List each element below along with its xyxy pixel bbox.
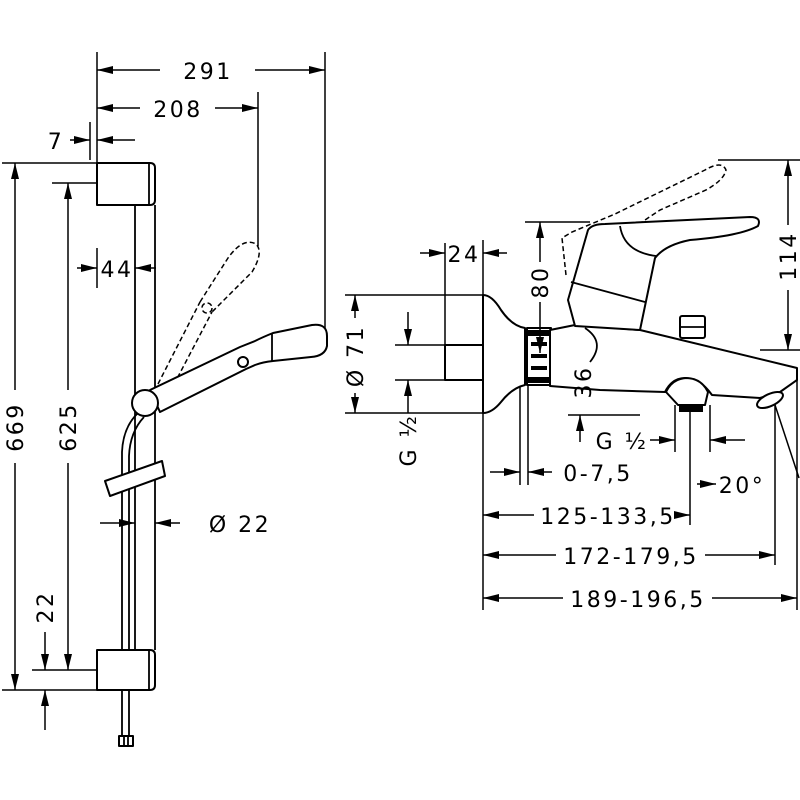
mixer-body-arc xyxy=(584,327,598,363)
right-extension-lines xyxy=(345,159,800,610)
mixer-lever-base-line xyxy=(570,281,646,303)
eccentric-hatch-3 xyxy=(531,354,547,358)
hose-outlet-thread xyxy=(679,405,703,412)
dashed-handle-ring xyxy=(201,302,213,314)
shower-rail-view: 291 208 7 44 669 625 22 Ø 22 xyxy=(2,52,328,747)
hand-shower-alternate-position xyxy=(157,241,260,393)
inlet-connector xyxy=(444,344,484,381)
label-spout-projection: 172-179,5 xyxy=(563,545,698,570)
label-overall-height: 669 xyxy=(4,402,29,452)
label-rail-diameter: Ø 22 xyxy=(209,513,271,538)
hose-right-edge xyxy=(128,416,145,736)
label-rail-offset: 44 xyxy=(101,258,134,283)
spout-aerator xyxy=(756,390,784,410)
mixer-lever xyxy=(567,216,760,331)
eccentric-fitting xyxy=(526,327,552,386)
shower-slider xyxy=(131,389,159,417)
eccentric-hatch-1 xyxy=(527,330,551,336)
dashed-handle-lower-edge xyxy=(169,311,213,393)
label-rosette-diameter: Ø 71 xyxy=(344,325,369,387)
label-overall-projection: 189-196,5 xyxy=(570,588,705,613)
right-dimension-labels: 24 80 Ø 71 G ½ 36 114 G ½ 0-7,5 20° 125-… xyxy=(344,231,800,613)
left-dimension-lines xyxy=(11,66,325,730)
label-outlet-height: 36 xyxy=(572,366,597,399)
wall-rosette xyxy=(482,294,526,414)
label-body-height: 80 xyxy=(529,266,554,299)
hand-shower xyxy=(149,323,328,413)
eccentric-hatch-2 xyxy=(531,342,547,346)
dashed-handle-upper-edge xyxy=(157,301,201,385)
right-dimension-lines xyxy=(351,160,797,602)
eccentric-hatch-5 xyxy=(527,377,551,383)
mixer-lever-swoosh xyxy=(619,225,657,257)
hand-shower-handle-ring xyxy=(237,356,249,368)
label-outlet-projection: 125-133,5 xyxy=(540,505,675,530)
label-inlet-thread: G ½ xyxy=(397,414,422,467)
ext-line-spout-angle xyxy=(774,404,800,479)
label-overall-projection: 291 xyxy=(183,60,233,85)
left-dimension-labels: 291 208 7 44 669 625 22 Ø 22 xyxy=(4,60,271,624)
bottom-wall-bracket xyxy=(96,649,156,691)
hose-connector xyxy=(118,735,134,747)
label-bracket-height: 22 xyxy=(34,591,59,624)
lever-alternate-position xyxy=(561,164,727,276)
label-hand-shower-projection: 208 xyxy=(153,98,203,123)
top-wall-bracket xyxy=(96,162,156,206)
dashed-shower-head xyxy=(199,241,260,313)
hose-left-edge xyxy=(121,413,138,736)
label-outlet-thread: G ½ xyxy=(596,430,649,455)
label-overall-height: 114 xyxy=(777,231,800,281)
label-offset-range: 0-7,5 xyxy=(563,462,632,487)
bath-mixer-view: 24 80 Ø 71 G ½ 36 114 G ½ 0-7,5 20° 125-… xyxy=(344,159,800,613)
label-bracket-spacing: 625 xyxy=(57,402,82,452)
hose-holder xyxy=(104,460,166,497)
hand-shower-body xyxy=(149,323,328,413)
eccentric-hatch-4 xyxy=(531,366,547,370)
hose-outlet xyxy=(665,377,709,406)
label-connection-length: 24 xyxy=(448,243,481,268)
label-spout-angle: 20° xyxy=(719,474,766,499)
label-wall-gap: 7 xyxy=(48,130,65,155)
